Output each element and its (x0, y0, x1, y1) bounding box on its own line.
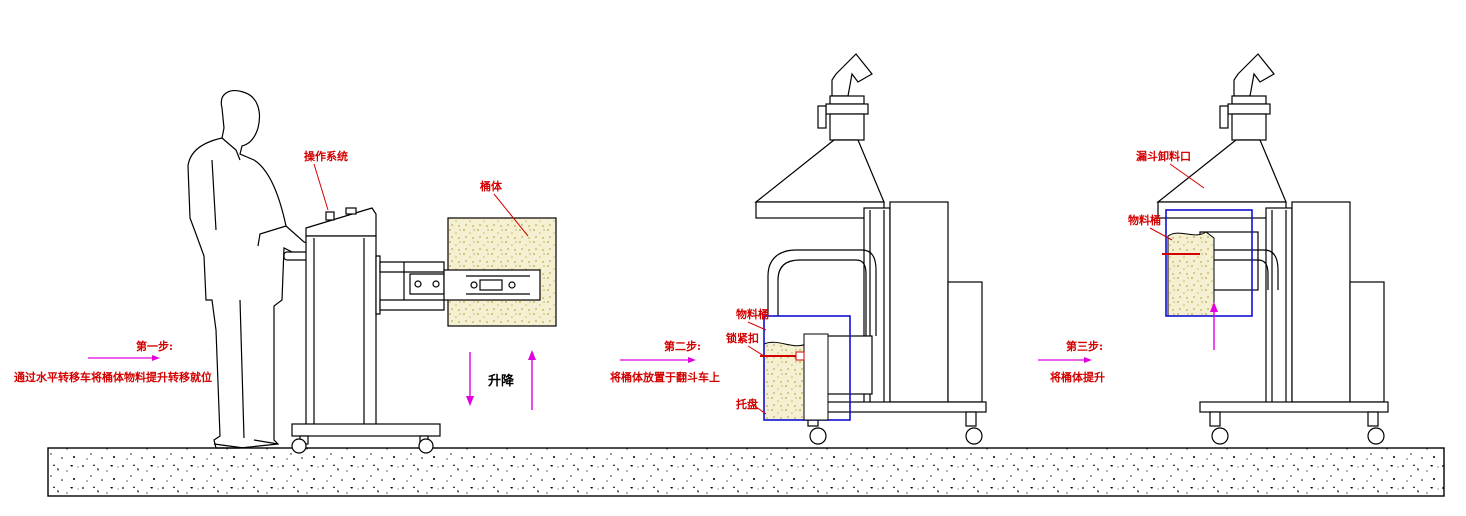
lift-arrows: 升降 (466, 350, 536, 410)
stage1-group: 升降 操作系统 桶体 第一步: 通过水平转移车将桶体物料提升转移就位 (14, 89, 557, 454)
operator-figure (187, 89, 339, 449)
callout-tray: 托盘 (736, 397, 758, 411)
callout-hopper-outlet: 漏斗卸料口 (1136, 149, 1191, 163)
step2-description: 将桶体放置于翻斗车上 (610, 370, 720, 384)
callout-material-bin-2: 物料桶 (736, 307, 769, 321)
stage3-lift-arrow (1210, 302, 1218, 350)
step3-title: 第三步: (1066, 339, 1103, 353)
step2-title: 第二步: (664, 339, 701, 353)
callout-bin: 桶体 (479, 179, 503, 193)
stage2-frame-pipe (767, 249, 877, 336)
stage2-group: 物料桶 锁紧扣 托盘 第二步: 将桶体放置于翻斗车上 (610, 53, 987, 445)
callout-material-bin-3: 物料桶 (1128, 213, 1161, 227)
lift-label: 升降 (488, 373, 515, 389)
stage2-bin (760, 315, 851, 421)
step1-description: 通过水平转移车将桶体物料提升转移就位 (14, 370, 212, 384)
stage3-hopper (1156, 53, 1287, 219)
stage1-bin (443, 217, 557, 327)
stage2-tower (797, 201, 987, 445)
stage2-callouts: 物料桶 锁紧扣 托盘 (726, 307, 769, 415)
step1-title: 第一步: (136, 339, 173, 353)
stage2-hopper (754, 53, 885, 219)
ground-slab (47, 447, 1445, 497)
stage3-callouts: 漏斗卸料口 物料桶 (1128, 149, 1205, 241)
step3-description: 将桶体提升 (1050, 370, 1105, 384)
step3-annotation: 第三步: 将桶体提升 (1038, 339, 1105, 384)
lift-cart (291, 207, 445, 454)
step1-annotation: 第一步: 通过水平转移车将桶体物料提升转移就位 (14, 339, 212, 384)
step2-annotation: 第二步: 将桶体放置于翻斗车上 (610, 339, 720, 384)
callout-lock-buckle: 锁紧扣 (726, 331, 759, 345)
stage1-callouts: 操作系统 桶体 (304, 149, 529, 237)
stage3-bin (1162, 209, 1253, 317)
callout-operation-system: 操作系统 (304, 149, 348, 163)
stage3-group: 漏斗卸料口 物料桶 第三步: 将桶体提升 (1038, 53, 1389, 445)
stage3-tower (1199, 201, 1389, 445)
